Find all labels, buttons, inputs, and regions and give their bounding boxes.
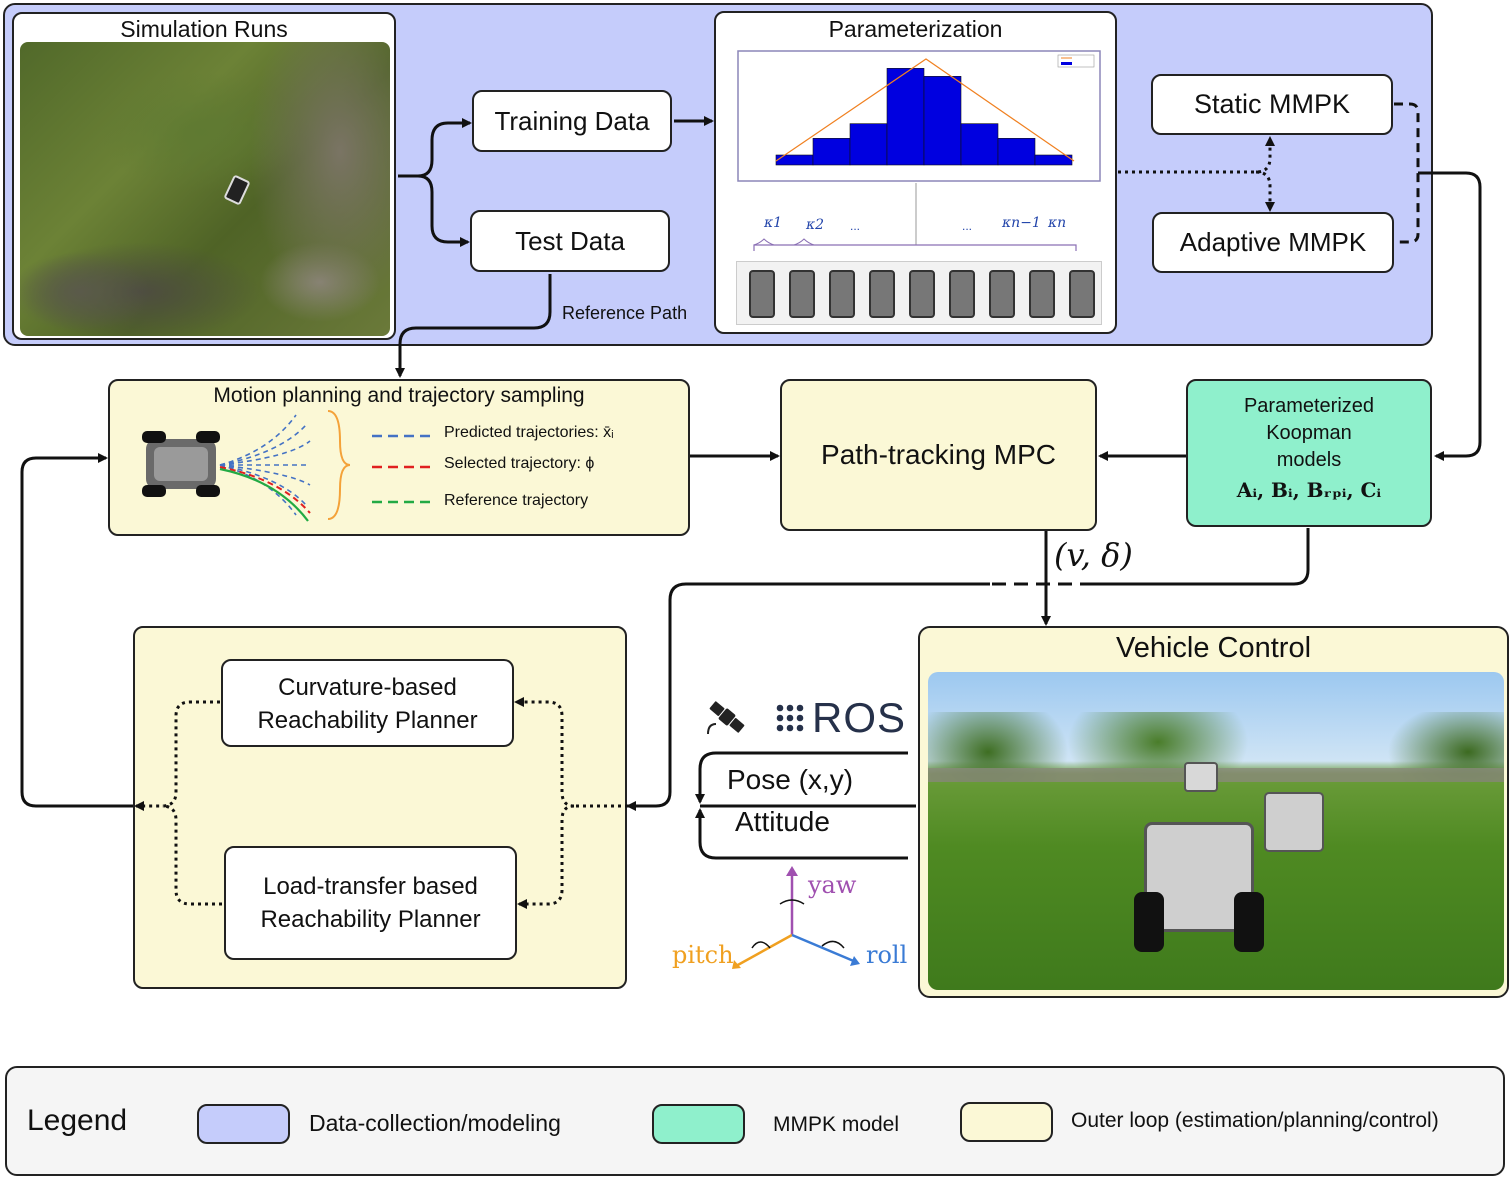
vehicle-control-title: Vehicle Control xyxy=(1115,632,1312,664)
vehicle-photo xyxy=(928,672,1504,990)
predicted-trajectories-label: Predicted trajectories: x̄ᵢ xyxy=(444,424,614,441)
control-input-label: (v, δ) xyxy=(1054,536,1133,574)
koopman-line2: Koopman xyxy=(1266,422,1352,444)
robot-thumbnail xyxy=(909,270,935,318)
legend-label-data-collection: Data-collection/modeling xyxy=(309,1110,561,1136)
histogram-bar xyxy=(923,76,962,166)
axis-yaw-label: yaw xyxy=(808,871,857,899)
robot-thumbnail xyxy=(989,270,1015,318)
kappa-1: κ1 xyxy=(764,215,783,231)
legend-swatch-data-collection xyxy=(197,1104,290,1144)
parameterization-panel: Parameterization κ1 κ2 ... ... κn−1 κn xyxy=(714,11,1117,334)
ros-logo-text: ROS xyxy=(812,694,907,741)
load-transfer-planner-box: Load-transfer based Reachability Planner xyxy=(224,846,517,960)
kappa-ellipsis-2: ... xyxy=(962,219,973,233)
motion-planning-panel: Motion planning and trajectory sampling … xyxy=(108,379,690,536)
koopman-models-box: Parameterized Koopman models Aᵢ, Bᵢ, Bᵣₚ… xyxy=(1186,379,1432,527)
robot-thumbnail xyxy=(1069,270,1095,318)
legend-title: Legend xyxy=(27,1104,128,1137)
selected-trajectory-label: Selected trajectory: ϕ xyxy=(444,455,595,472)
adaptive-mmpk-box: Adaptive MMPK xyxy=(1152,212,1394,273)
motion-planning-title: Motion planning and trajectory sampling xyxy=(213,384,585,407)
robot-thumbnail xyxy=(1029,270,1055,318)
curvature-planner-box: Curvature-based Reachability Planner xyxy=(221,659,514,747)
koopman-line3: models xyxy=(1276,449,1342,471)
curvature-planner-line1: Curvature-based xyxy=(278,674,457,701)
kappa-n: κn xyxy=(1048,215,1067,231)
koopman-matrices: Aᵢ, Bᵢ, Bᵣₚᵢ, Cᵢ xyxy=(1236,478,1382,502)
reference-path-label: Reference Path xyxy=(562,303,688,323)
static-mmpk-box: Static MMPK xyxy=(1151,74,1393,135)
robot-thumbnail xyxy=(869,270,895,318)
histogram-chart xyxy=(737,50,1101,251)
histogram-bar xyxy=(997,138,1036,166)
histogram-bar xyxy=(849,123,888,166)
legend-swatch-outer-loop xyxy=(960,1102,1053,1142)
robot-thumbnail xyxy=(789,270,815,318)
test-data-box: Test Data xyxy=(470,210,670,272)
parameterization-title: Parameterization xyxy=(828,16,1003,42)
axis-roll-label: roll xyxy=(866,941,908,969)
load-transfer-planner-line2: Reachability Planner xyxy=(260,906,481,933)
trajectory-sketch xyxy=(142,410,432,522)
ros-logo-dots xyxy=(776,704,804,732)
robot-vehicle-3 xyxy=(1184,762,1218,792)
legend-label-mmpk: MMPK model xyxy=(773,1113,900,1136)
histogram-bar xyxy=(960,123,999,166)
legend-box: Legend Data-collection/modeling MMPK mod… xyxy=(5,1066,1505,1176)
simulation-runs-panel: Simulation Runs xyxy=(12,12,396,340)
kappa-ellipsis-1: ... xyxy=(850,219,861,233)
axis-pitch-label: pitch xyxy=(672,941,734,969)
load-transfer-planner-line1: Load-transfer based xyxy=(263,873,478,900)
legend-swatch-mmpk xyxy=(652,1104,745,1144)
simulation-runs-title: Simulation Runs xyxy=(120,16,288,42)
robot-strip xyxy=(736,261,1102,325)
histogram-bar xyxy=(886,68,925,166)
pose-label: Pose (x,y) xyxy=(727,764,854,795)
curvature-planner-line2: Reachability Planner xyxy=(257,707,478,734)
terrain-image xyxy=(20,42,390,336)
robot-thumbnail xyxy=(949,270,975,318)
kappa-n-1: κn−1 xyxy=(1002,215,1041,231)
robot-thumbnail xyxy=(829,270,855,318)
kappa-2: κ2 xyxy=(806,217,825,233)
attitude-label: Attitude xyxy=(735,806,830,837)
path-tracking-mpc-box: Path-tracking MPC xyxy=(780,379,1097,531)
histogram-bar xyxy=(812,138,851,166)
robot-thumbnail xyxy=(749,270,775,318)
vehicle-control-panel: Vehicle Control xyxy=(918,626,1509,998)
training-data-box: Training Data xyxy=(472,90,672,152)
koopman-line1: Parameterized xyxy=(1243,395,1375,417)
robot-vehicle-2 xyxy=(1264,792,1324,852)
legend-label-outer-loop: Outer loop (estimation/planning/control) xyxy=(1071,1109,1439,1132)
satellite-icon xyxy=(704,694,750,740)
reference-trajectory-label: Reference trajectory xyxy=(444,492,589,509)
